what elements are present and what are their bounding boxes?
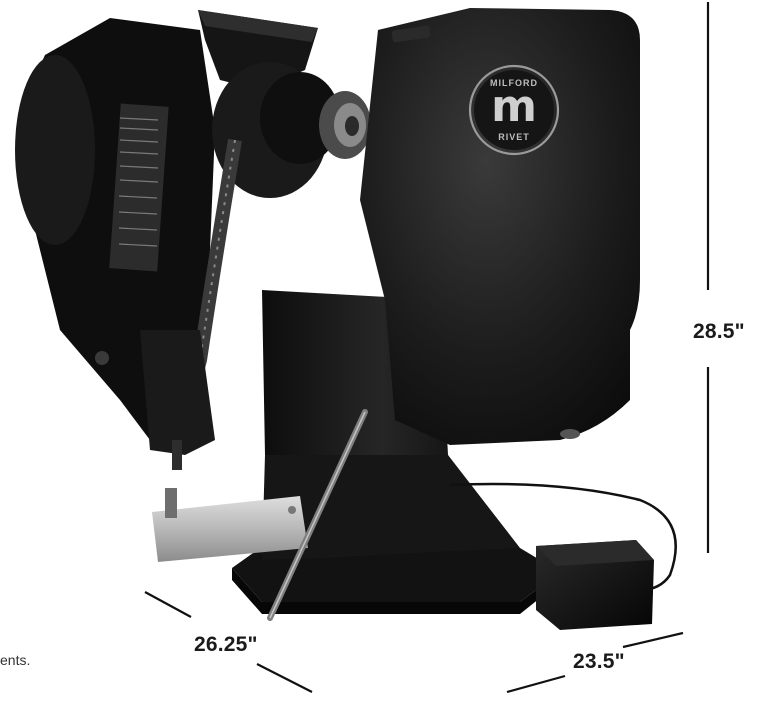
- foot-pedal-top: [536, 540, 654, 566]
- width-dim-line-left: [144, 591, 192, 618]
- hopper-bowl: [15, 55, 95, 245]
- motor-hood: [360, 8, 640, 445]
- hood-latch: [560, 429, 580, 439]
- drive-pulley-face: [260, 72, 340, 164]
- anvil-screw: [288, 506, 296, 514]
- pedal-cable: [449, 482, 677, 592]
- top-chute-rim: [198, 10, 318, 42]
- width-dimension-label: 26.25": [194, 633, 258, 656]
- pedestal-flare: [262, 455, 520, 560]
- brand-line-1: MILFORD: [490, 78, 538, 88]
- hood-handle: [391, 25, 431, 43]
- height-dimension-label: 28.5": [693, 320, 745, 343]
- instruction-plate-lines: [118, 117, 159, 247]
- dimension-lines: [144, 2, 710, 694]
- brand-badge: [468, 64, 560, 156]
- anvil-post: [165, 488, 177, 518]
- tool-punch: [172, 440, 182, 470]
- adjust-knob: [95, 351, 109, 365]
- depth-dim-line-right: [622, 631, 684, 649]
- brand-logo: MILFORD m RIVET: [470, 66, 558, 154]
- tool-head: [140, 330, 215, 455]
- depth-dimension-label: 23.5": [573, 650, 625, 673]
- caption-fragment: ents.: [0, 652, 31, 668]
- base-plate-edge: [232, 568, 560, 614]
- depth-dim-line-left: [506, 674, 566, 694]
- anvil-arm: [152, 496, 308, 562]
- spindle-hub-core: [345, 116, 359, 136]
- base-plate: [232, 548, 560, 602]
- brand-badge-inner: [474, 70, 554, 150]
- brand-monogram: m: [491, 81, 537, 132]
- brand-line-2: RIVET: [498, 132, 530, 142]
- width-dim-line-right: [256, 663, 313, 693]
